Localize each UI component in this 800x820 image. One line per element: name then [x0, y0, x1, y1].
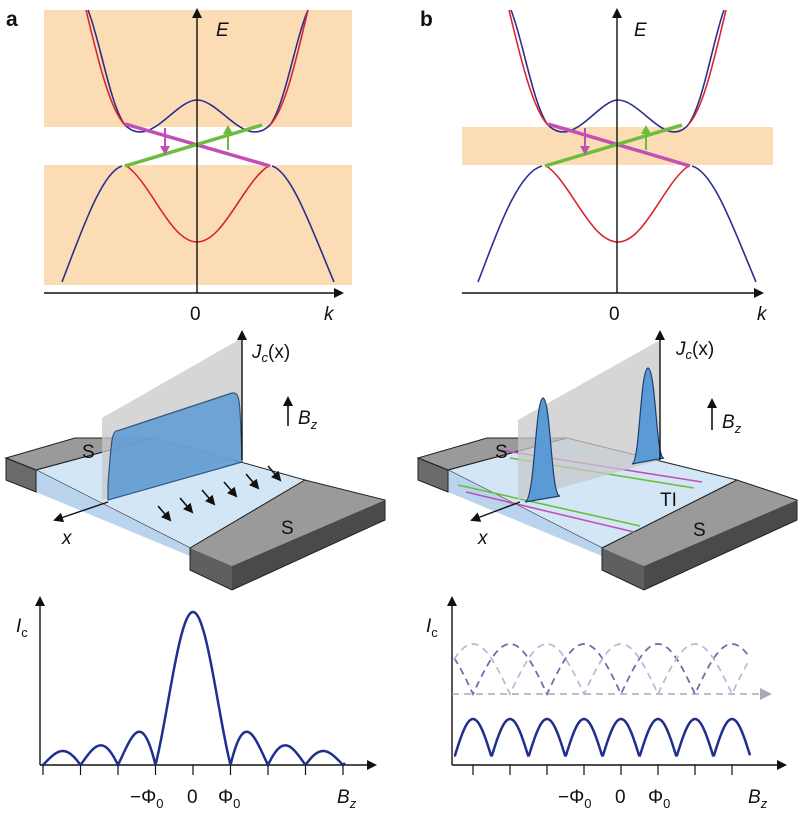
sc-left-label: S — [82, 442, 95, 463]
tick-pos-phi0: Φ0 — [218, 787, 240, 811]
panel-b-band-diagram: E k 0 — [462, 8, 773, 325]
current-arrows — [157, 465, 282, 522]
panel-b-pattern: Ic Bz −Φ0 0 Φ0 — [426, 596, 787, 811]
x-axis-label-b: x — [477, 528, 489, 549]
ic-axis-label-b: Ic — [426, 616, 438, 640]
edge-current-peak-front — [524, 397, 561, 503]
sc-left-label-b: S — [495, 442, 508, 463]
spin-up-arrowhead-b — [641, 125, 651, 134]
origin-label: 0 — [190, 304, 201, 325]
sc-right-top-b — [602, 480, 797, 566]
field-label-b: Bz — [722, 412, 742, 436]
momentum-axis-label-b: k — [757, 304, 768, 325]
tick-neg-phi0-b: −Φ0 — [558, 787, 592, 811]
sc-right-label: S — [281, 518, 294, 539]
edge-interference-curve — [453, 717, 752, 757]
odd-parity-branch — [453, 643, 751, 697]
valence-band-right-b — [691, 165, 757, 283]
momentum-axis-label: k — [324, 304, 335, 325]
bz-axis-label-b: Bz — [748, 787, 768, 811]
spin-down-arrowhead — [160, 146, 170, 155]
barrier-front — [36, 470, 190, 556]
panel-letter-b: b — [420, 8, 433, 31]
conduction-band-lower-dip-b — [544, 164, 691, 243]
ti-label: TI — [660, 490, 677, 511]
panel-letter-a: a — [6, 8, 18, 31]
conduction-band-right — [269, 9, 309, 126]
sc-right-outline — [189, 479, 386, 591]
tick-pos-phi0-b: Φ0 — [648, 787, 670, 811]
edge-channel-front-pink — [465, 491, 635, 533]
jc-label: Jc(x) — [251, 342, 290, 365]
spin-up-arrowhead — [223, 125, 233, 134]
tick-zero: 0 — [187, 787, 198, 808]
edge-state-up — [124, 123, 263, 168]
spin-down-arrowhead-b — [580, 146, 590, 155]
ic-axis-label: Ic — [16, 616, 28, 640]
tick-neg-phi0: −Φ0 — [130, 787, 164, 811]
panel-a-junction: Jc(x) Bz S S x — [4, 330, 386, 591]
valence-band-left-b — [477, 165, 543, 283]
panel-b-junction: Jc(x) Bz S S TI x — [416, 330, 798, 591]
tick-zero-b: 0 — [615, 787, 626, 808]
valence-band-curve-upper-b — [510, 9, 725, 133]
even-parity-branch — [453, 643, 751, 697]
sc-left-side — [6, 458, 36, 492]
conduction-band-left-b — [508, 9, 549, 126]
valence-band-right — [271, 165, 335, 283]
conduction-band-left — [85, 9, 126, 126]
conduction-band-right-b — [687, 9, 727, 126]
sc-right-front-b — [602, 548, 644, 590]
panel-a-fraunhofer: Ic Bz −Φ0 0 Φ0 — [16, 596, 377, 811]
sc-right-top — [190, 480, 385, 566]
bz-axis-label: Bz — [337, 787, 357, 811]
jc-label-b: Jc(x) — [675, 339, 714, 362]
bz-ticks — [42, 765, 344, 775]
edge-channel-front-green — [457, 484, 641, 527]
sc-right-side — [232, 500, 385, 590]
valence-band-left — [61, 165, 123, 283]
valence-bulk-band — [44, 165, 352, 285]
sc-right-front — [190, 548, 232, 590]
origin-label-b: 0 — [609, 304, 620, 325]
jc-plane-b — [518, 340, 660, 500]
x-axis-b — [470, 501, 521, 522]
energy-axis-label: E — [216, 20, 229, 41]
x-axis — [53, 501, 109, 523]
field-label: Bz — [298, 408, 318, 432]
energy-axis-label-b: E — [634, 20, 647, 41]
panel-a-band-diagram: E k 0 — [44, 8, 352, 325]
x-axis-label: x — [61, 528, 73, 549]
edge-state-up-b — [544, 123, 683, 168]
sc-right-outline-b — [601, 479, 798, 591]
bz-ticks-b — [472, 765, 733, 775]
fraunhofer-curve — [41, 610, 346, 768]
sc-right-label-b: S — [693, 520, 706, 541]
sc-left-side-b — [418, 458, 448, 492]
sc-right-side-b — [644, 500, 797, 590]
